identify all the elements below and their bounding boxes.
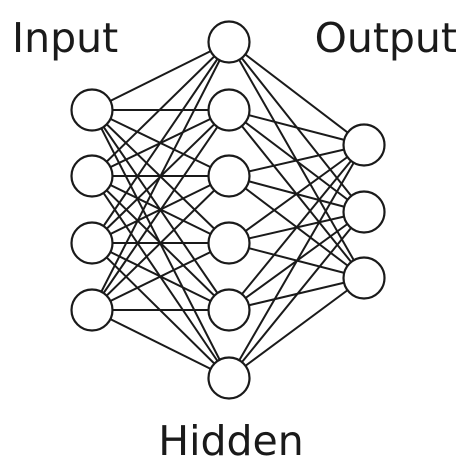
edge-input-1-to-hidden-1 [91,41,230,111]
edge-input-4-to-hidden-4 [91,242,230,311]
edge-hidden-3-to-output-1 [228,144,365,177]
input-node-4 [70,288,114,332]
edge-input-4-to-hidden-2 [91,109,230,311]
input-layer-label: Input [12,14,118,62]
edge-hidden-1-to-output-1 [228,41,365,146]
hidden-node-4 [207,221,251,265]
output-node-2 [342,190,386,234]
edge-hidden-2-to-output-1 [228,109,365,146]
output-node-3 [342,256,386,300]
edge-hidden-6-to-output-3 [228,277,365,379]
edge-input-4-to-hidden-6 [91,309,230,379]
output-layer-label: Output [315,14,457,62]
edge-input-3-to-hidden-1 [91,41,230,244]
edge-hidden-6-to-output-1 [228,144,365,379]
hidden-node-3 [207,154,251,198]
input-node-3 [70,221,114,265]
edge-hidden-4-to-output-1 [228,144,365,244]
edge-input-2-to-hidden-1 [91,41,230,177]
edge-hidden-5-to-output-1 [228,144,365,311]
hidden-node-2 [207,88,251,132]
output-node-1 [342,123,386,167]
hidden-node-5 [207,288,251,332]
connections [91,41,365,379]
edge-hidden-6-to-output-2 [228,211,365,379]
edge-input-4-to-hidden-1 [91,41,230,311]
edge-input-4-to-hidden-3 [91,175,230,311]
neurons [70,20,386,400]
hidden-node-1 [207,20,251,64]
input-node-1 [70,88,114,132]
hidden-node-6 [207,356,251,400]
input-node-2 [70,154,114,198]
hidden-layer-label: Hidden [158,417,303,465]
